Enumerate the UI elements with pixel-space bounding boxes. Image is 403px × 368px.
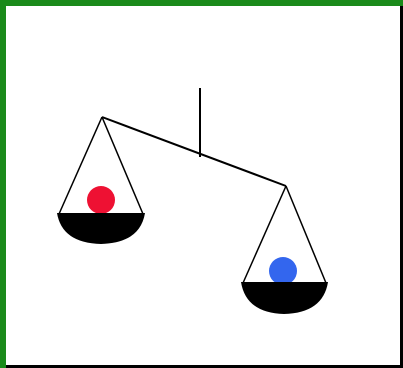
left-weight-ball[interactable] (87, 186, 115, 214)
left-scale-pan[interactable] (57, 213, 145, 244)
right-weight-ball[interactable] (269, 257, 297, 285)
right-scale-pan[interactable] (241, 282, 328, 314)
scale-beam (102, 117, 286, 186)
